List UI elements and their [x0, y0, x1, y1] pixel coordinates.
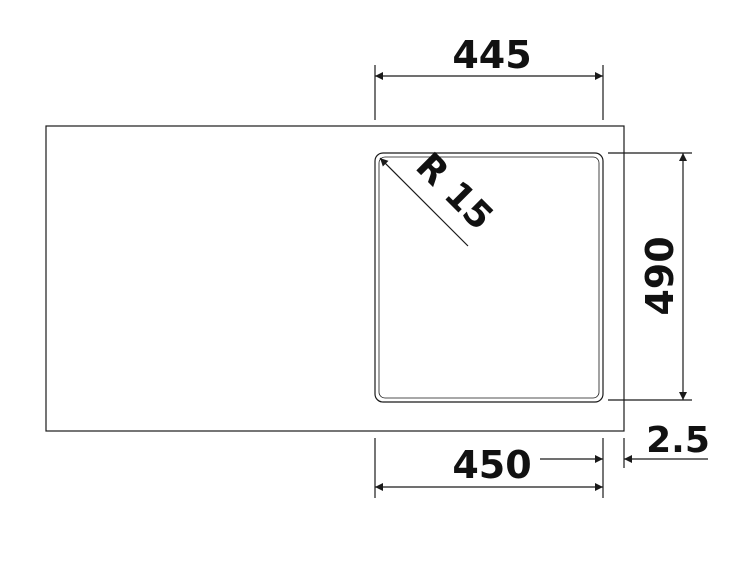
- top-dimension-label: 445: [452, 33, 531, 77]
- bottom-dimension: 450: [374, 438, 604, 498]
- top-dimension: 445: [374, 33, 604, 120]
- offset-dimension: 2.5: [540, 420, 710, 468]
- radius-callout: R 15: [379, 145, 501, 247]
- sink-bowl-outline: [374, 152, 604, 403]
- radius-label: R 15: [408, 145, 501, 238]
- side-dimension: 490: [608, 152, 692, 401]
- offset-dimension-label: 2.5: [646, 420, 710, 461]
- sink-bowl-inner-outline: [378, 156, 600, 399]
- countertop-outline: [45, 125, 625, 432]
- side-dimension-label: 490: [638, 236, 682, 315]
- bottom-dimension-label: 450: [452, 443, 531, 487]
